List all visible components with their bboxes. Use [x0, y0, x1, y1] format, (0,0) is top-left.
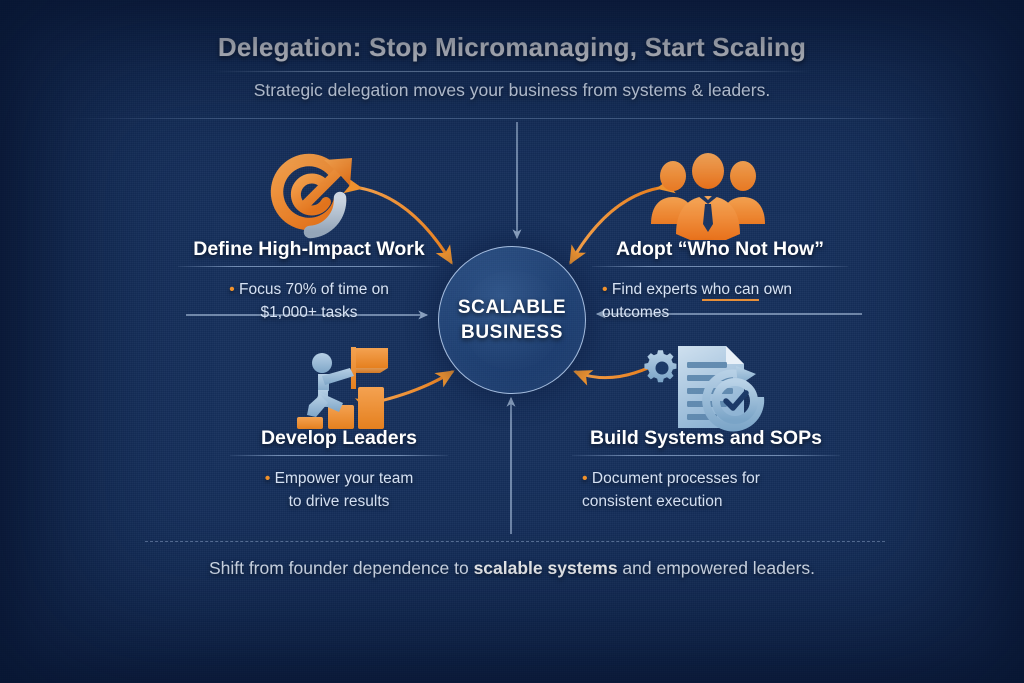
quadrant-divider	[572, 455, 840, 456]
bullet-text-prefix: Find experts	[611, 281, 702, 298]
steps-flag-climber-icon	[292, 343, 408, 433]
bullet-glyph: •	[582, 470, 588, 487]
bullet-text-suffix: own	[759, 281, 793, 298]
bullet-glyph: •	[602, 281, 608, 298]
bullet-line-2: consistent execution	[582, 493, 723, 510]
quadrant-divider	[592, 266, 848, 267]
quadrant-bullet: • Find experts who can own outcomes	[592, 278, 848, 324]
person-left	[651, 161, 695, 224]
quadrant-heading: Define High-Impact Work	[193, 238, 425, 260]
bullet-line-1: Empower your team	[274, 470, 414, 487]
gear-icon	[644, 350, 677, 383]
step-2	[328, 405, 354, 429]
quadrant-bullet: • Document processes for consistent exec…	[572, 467, 840, 513]
footer-caption: Shift from founder dependence to scalabl…	[0, 558, 1024, 579]
target-arrow-icon	[262, 152, 362, 244]
bullet-glyph: •	[264, 470, 271, 487]
quadrant-define-high-impact-work: Define High-Impact Work • Focus 70% of t…	[178, 238, 440, 324]
bullet-line-2: outcomes	[602, 304, 670, 321]
page-title: Delegation: Stop Micromanaging, Start Sc…	[217, 32, 807, 62]
quadrant-build-systems-and-sops: Build Systems and SOPs • Document proces…	[572, 427, 840, 513]
title-divider	[212, 71, 812, 72]
quadrant-divider	[178, 266, 440, 267]
center-node: SCALABLE BUSINESS	[438, 246, 586, 394]
quadrant-bullet: • Focus 70% of time on $1,000+ tasks	[178, 278, 440, 324]
quadrant-heading: Build Systems and SOPs	[590, 427, 822, 449]
check-refresh-icon	[702, 366, 765, 432]
people-group-icon	[646, 152, 770, 240]
document-gear-check-icon	[640, 342, 770, 434]
footer-suffix: and empowered leaders.	[617, 558, 816, 578]
person-center	[676, 153, 740, 240]
quadrant-develop-leaders: Develop Leaders • Empower your team to d…	[230, 427, 448, 513]
center-label-line1: SCALABLE	[457, 297, 567, 318]
quadrant-bullet: • Empower your team to drive results	[230, 467, 448, 513]
step-3	[358, 387, 384, 429]
bullet-line-2: to drive results	[288, 493, 390, 510]
page-subtitle: Strategic delegation moves your business…	[253, 80, 771, 100]
step-1	[297, 417, 323, 429]
footer-divider	[145, 541, 885, 542]
footer-prefix: Shift from founder dependence to	[208, 558, 474, 578]
header-divider	[60, 118, 964, 119]
bullet-text-underlined: who can	[701, 281, 760, 301]
bullet-line-1: Focus 70% of time on	[239, 281, 389, 298]
bullet-line-1: Document processes for	[591, 470, 760, 487]
arrow-bottomright-to-center	[573, 354, 666, 386]
center-label-line2: BUSINESS	[461, 322, 563, 343]
quadrant-adopt-who-not-how: Adopt “Who Not How” • Find experts who c…	[592, 238, 848, 324]
quadrant-heading: Develop Leaders	[260, 427, 418, 449]
footer-emphasis: scalable systems	[473, 558, 618, 578]
bullet-line-2: $1,000+ tasks	[260, 304, 358, 321]
quadrant-heading: Adopt “Who Not How”	[616, 238, 824, 260]
person-right	[721, 161, 765, 224]
quadrant-divider	[230, 455, 448, 456]
bullet-glyph: •	[229, 281, 235, 298]
